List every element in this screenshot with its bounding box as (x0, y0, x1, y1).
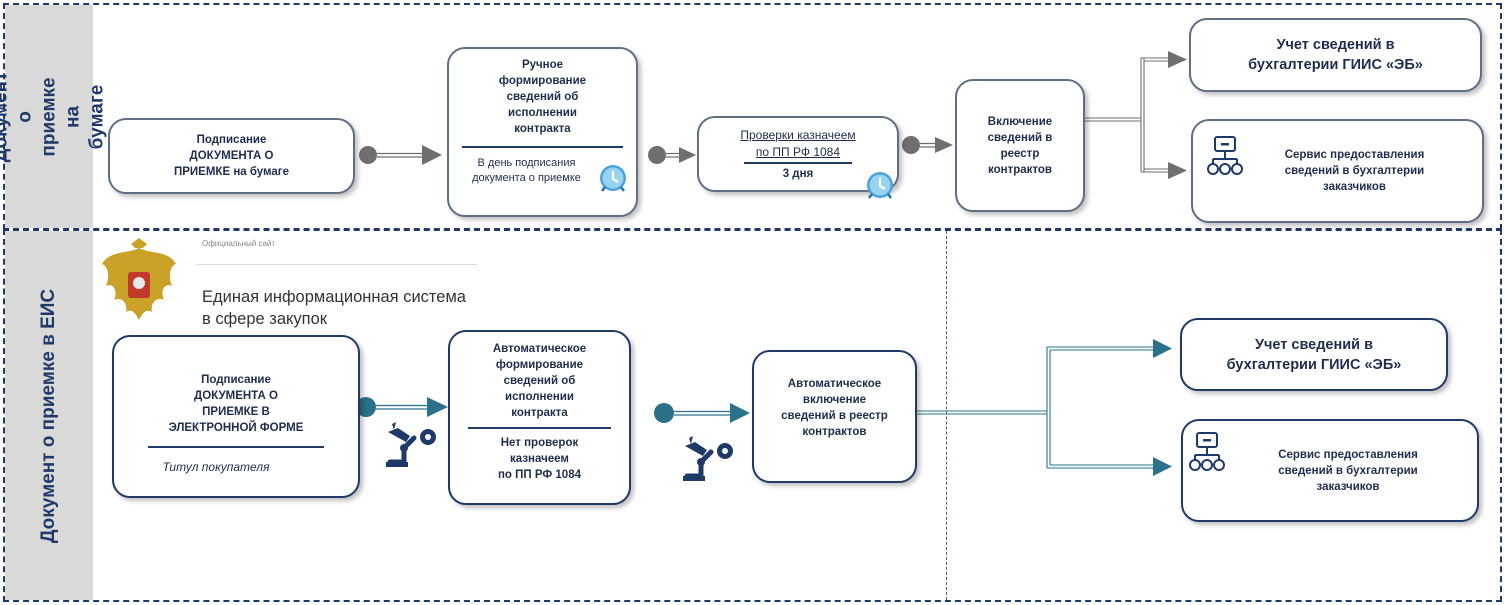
auto-registry-box: Автоматическое включение сведений в реес… (752, 350, 917, 483)
robot-arm-icon (386, 422, 436, 467)
ebs-accounting-text-bottom: Учет сведений в бухгалтерии ГИИС «ЭБ» (1226, 336, 1402, 373)
alarm-clock-icon (600, 165, 626, 192)
sign-paper-text: Подписание ДОКУМЕНТА О ПРИЕМКЕ на бумаге (173, 134, 289, 178)
buyer-title-text: Титул покупателя (162, 460, 270, 474)
network-service-icon (1207, 136, 1243, 175)
arrow-auto-registry-split (917, 346, 1155, 469)
auto-registry-text: Автоматическое включение сведений в реес… (781, 378, 888, 438)
manual-forming-title: Ручное формирование сведений об исполнен… (498, 59, 587, 135)
registry-box: Включение сведений в реестр контрактов (955, 79, 1085, 212)
ebs-accounting-text-top: Учет сведений в бухгалтерии ГИИС «ЭБ» (1248, 37, 1423, 73)
arrow-auto-to-registry (654, 403, 750, 423)
treasury-check-divider (743, 161, 853, 164)
treasury-check-title: Проверки казначеем по ПП РФ 1084 (740, 127, 856, 159)
top-lane-label: Документ о приемке на бумаге (0, 5, 107, 228)
arrow-treasury-to-registry (902, 136, 953, 154)
arrowhead-to-ebs-bottom (1153, 339, 1172, 358)
arrow-manual-to-treasury (648, 146, 696, 164)
alarm-clock-icon (867, 172, 893, 199)
auto-forming-note: Нет проверок казначеем по ПП РФ 1084 (497, 437, 581, 481)
eis-system-name: Единая информационная система в сфере за… (202, 288, 466, 328)
auto-forming-divider (467, 427, 612, 429)
manual-forming-box: Ручное формирование сведений об исполнен… (447, 47, 638, 217)
registry-text: Включение сведений в реестр контрактов (987, 115, 1053, 176)
bottom-divider-1 (946, 231, 947, 600)
arrow-registry-split (1085, 57, 1170, 173)
bottom-lane-label: Документ о приемке в ЕИС (5, 231, 93, 600)
service-text-bottom: Сервис предоставления сведений в бухгалт… (1278, 448, 1418, 493)
arrow-esign-to-auto (356, 397, 448, 417)
ebs-accounting-box-bottom: Учет сведений в бухгалтерии ГИИС «ЭБ» (1180, 318, 1448, 391)
sign-electronic-box: Подписание ДОКУМЕНТА О ПРИЕМКЕ В ЭЛЕКТРО… (112, 335, 360, 498)
service-text-top: Сервис предоставления сведений в бухгалт… (1284, 149, 1425, 193)
network-service-icon (1189, 432, 1225, 471)
treasury-check-days: 3 дня (782, 167, 814, 180)
bottom-lane-frame (3, 229, 1502, 602)
service-box-bottom: Сервис предоставления сведений в бухгалт… (1181, 419, 1479, 522)
manual-forming-divider (462, 146, 623, 148)
eis-header-line (196, 264, 478, 265)
official-site-label: Официальный сайт (202, 239, 276, 248)
service-box-top: Сервис предоставления сведений в бухгалт… (1191, 119, 1484, 223)
auto-forming-box: Автоматическое формирование сведений об … (448, 330, 631, 505)
state-emblem-icon (102, 238, 176, 320)
arrowhead-to-ebs (1168, 51, 1187, 68)
ebs-accounting-box-top: Учет сведений в бухгалтерии ГИИС «ЭБ» (1189, 18, 1482, 92)
arrow-sign-to-manual (359, 145, 442, 165)
robot-arm-icon (683, 436, 733, 481)
arrowhead-to-service-bottom (1153, 457, 1172, 476)
arrowhead-to-service (1168, 162, 1187, 179)
treasury-check-box: Проверки казначеем по ПП РФ 1084 3 дня (697, 116, 899, 199)
sign-electronic-text: Подписание ДОКУМЕНТА О ПРИЕМКЕ В ЭЛЕКТРО… (168, 374, 304, 434)
sign-paper-box: Подписание ДОКУМЕНТА О ПРИЕМКЕ на бумаге (108, 118, 355, 194)
sign-electronic-divider (148, 446, 324, 448)
auto-forming-title: Автоматическое формирование сведений об … (492, 343, 587, 419)
manual-forming-note: В день подписания документа о приемке (472, 157, 581, 184)
